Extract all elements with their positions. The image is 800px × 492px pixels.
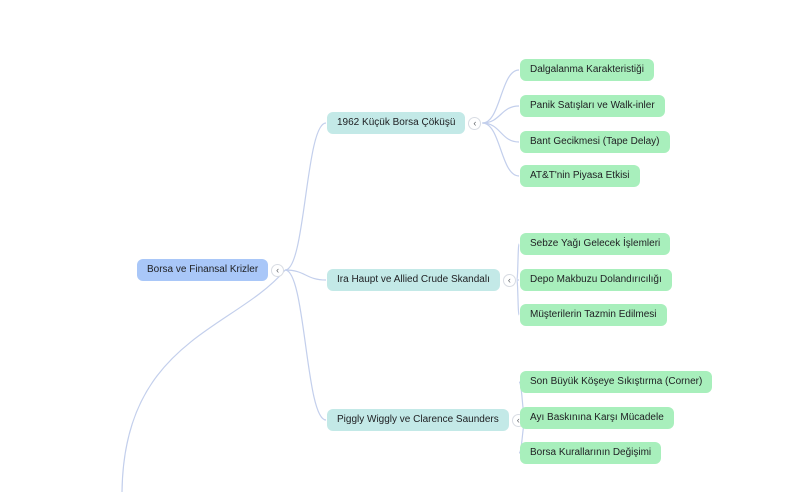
leaf-node[interactable]: Ayı Baskınına Karşı Mücadele [520, 407, 674, 429]
mindmap-leaf-row: Sebze Yağı Gelecek İşlemleri [520, 233, 671, 255]
mindmap-branch-row: Piggly Wiggly ve Clarence Saunders ‹ [327, 409, 525, 431]
leaf-node[interactable]: Dalgalanma Karakteristiği [520, 59, 654, 81]
connector-edge [482, 122, 520, 143]
leaf-node[interactable]: Son Büyük Köşeye Sıkıştırma (Corner) [520, 371, 713, 393]
mindmap-leaf-row: Dalgalanma Karakteristiği [520, 59, 654, 81]
mindmap-leaf-row: Son Büyük Köşeye Sıkıştırma (Corner) [520, 371, 713, 393]
connector-edge [482, 105, 520, 124]
connector-edge [284, 122, 327, 271]
mindmap-leaf-row: Ayı Baskınına Karşı Mücadele [520, 407, 674, 429]
mindmap-leaf-row: Panik Satışları ve Walk-inler [520, 95, 665, 117]
mindmap-branch-row: 1962 Küçük Borsa Çöküşü ‹ [327, 112, 482, 134]
connector-edge [285, 269, 327, 281]
branch-node[interactable]: 1962 Küçük Borsa Çöküşü [327, 112, 466, 134]
connector-edge [284, 269, 327, 421]
branch-node[interactable]: Piggly Wiggly ve Clarence Saunders [327, 409, 509, 431]
leaf-node[interactable]: Sebze Yağı Gelecek İşlemleri [520, 233, 671, 255]
branch-node[interactable]: Ira Haupt ve Allied Crude Skandalı [327, 269, 500, 291]
leaf-node[interactable]: Borsa Kurallarının Değişimi [520, 442, 662, 464]
leaf-node[interactable]: AT&T'nin Piyasa Etkisi [520, 165, 640, 187]
chevron-left-icon: ‹ [276, 264, 280, 275]
leaf-node[interactable]: Bant Gecikmesi (Tape Delay) [520, 131, 670, 153]
chevron-left-icon: ‹ [507, 274, 511, 285]
leaf-node[interactable]: Depo Makbuzu Dolandırıcılığı [520, 269, 672, 291]
collapse-button[interactable]: ‹ [271, 263, 285, 277]
mindmap-leaf-row: Bant Gecikmesi (Tape Delay) [520, 131, 670, 153]
mindmap-leaf-row: Borsa Kurallarının Değişimi [520, 442, 662, 464]
connector-edge [482, 122, 520, 177]
collapse-button[interactable]: ‹ [468, 116, 482, 130]
connector-edge [121, 269, 286, 492]
leaf-node[interactable]: Panik Satışları ve Walk-inler [520, 95, 665, 117]
leaf-node[interactable]: Müşterilerin Tazmin Edilmesi [520, 304, 667, 326]
mindmap-leaf-row: Müşterilerin Tazmin Edilmesi [520, 304, 667, 326]
mindmap-root-row: Borsa ve Finansal Krizler ‹ [137, 259, 285, 281]
mindmap-leaf-row: Depo Makbuzu Dolandırıcılığı [520, 269, 672, 291]
chevron-left-icon: ‹ [473, 117, 477, 128]
mindmap-branch-row: Ira Haupt ve Allied Crude Skandalı ‹ [327, 269, 516, 291]
root-node[interactable]: Borsa ve Finansal Krizler [137, 259, 269, 281]
connector-edge [516, 279, 520, 316]
connector-edge [516, 243, 520, 281]
collapse-button[interactable]: ‹ [502, 273, 516, 287]
connector-edge [482, 69, 520, 124]
chevron-left-icon: ‹ [516, 414, 520, 425]
mindmap-leaf-row: AT&T'nin Piyasa Etkisi [520, 165, 640, 187]
